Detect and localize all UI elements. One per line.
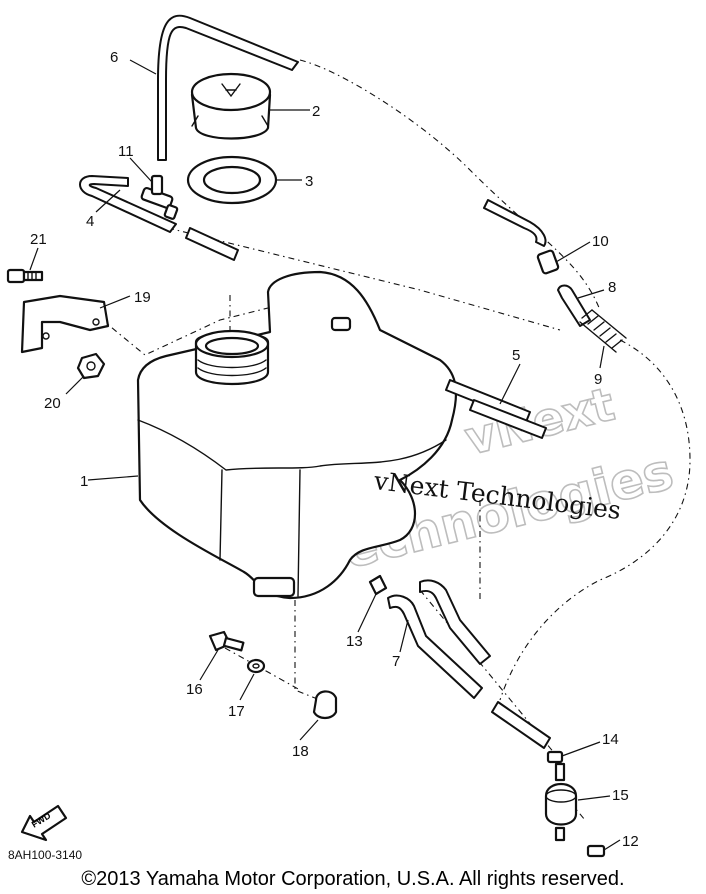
part-15-filter — [544, 762, 578, 842]
label-part-11: 11 — [118, 143, 134, 160]
label-part-19: 19 — [134, 289, 151, 306]
label-part-18: 18 — [292, 743, 309, 760]
part-8-hose — [557, 284, 591, 327]
label-part-20: 20 — [44, 395, 61, 412]
label-part-7: 7 — [392, 653, 400, 670]
part-4-u-hose — [79, 175, 177, 233]
part-3-gasket — [186, 155, 278, 205]
label-part-10: 10 — [592, 233, 609, 250]
reference-code: 8AH100-3140 — [8, 848, 83, 862]
part-10-fitting — [536, 249, 560, 275]
part-13-clip — [368, 574, 388, 596]
part-6-breather-hose — [157, 14, 299, 161]
leader-lines — [29, 59, 621, 851]
part-12-clamp — [586, 844, 606, 858]
part-9-spring — [579, 309, 627, 353]
label-part-4: 4 — [86, 213, 94, 230]
label-part-3: 3 — [305, 173, 313, 190]
part-11-t-joint — [140, 174, 179, 220]
label-part-17: 17 — [228, 703, 245, 720]
part-14-clamp — [546, 750, 564, 764]
fwd-arrow: FWD — [20, 804, 68, 842]
part-7-hose — [387, 579, 551, 749]
part-21-bolt — [6, 268, 44, 284]
label-part-16: 16 — [186, 681, 203, 698]
watermark-outline-top: vNext — [460, 377, 620, 466]
label-part-12: 12 — [622, 833, 639, 850]
label-part-21: 21 — [30, 231, 47, 248]
label-part-13: 13 — [346, 633, 363, 650]
part-19-bracket — [20, 294, 110, 354]
part-5-hose — [445, 379, 547, 439]
label-part-15: 15 — [612, 787, 629, 804]
part-2-filler-cap — [190, 72, 272, 140]
label-part-1: 1 — [80, 473, 88, 490]
short-hoses — [185, 199, 547, 261]
part-16-bolt — [208, 630, 245, 652]
part-20-nut — [76, 352, 106, 380]
label-part-2: 2 — [312, 103, 320, 120]
copyright-notice: ©2013 Yamaha Motor Corporation, U.S.A. A… — [81, 868, 625, 890]
part-17-washer — [246, 658, 266, 674]
label-part-5: 5 — [512, 347, 520, 364]
part-1-tank — [136, 270, 458, 600]
part-18-grommet — [312, 690, 338, 720]
label-part-6: 6 — [110, 49, 118, 66]
label-part-9: 9 — [594, 371, 602, 388]
assembly-lines — [99, 59, 691, 821]
label-part-14: 14 — [602, 731, 619, 748]
part-labels: 2 3 4 5 6 7 8 9 10 11 12 13 14 15 16 17 … — [30, 49, 639, 850]
label-part-8: 8 — [608, 279, 616, 296]
